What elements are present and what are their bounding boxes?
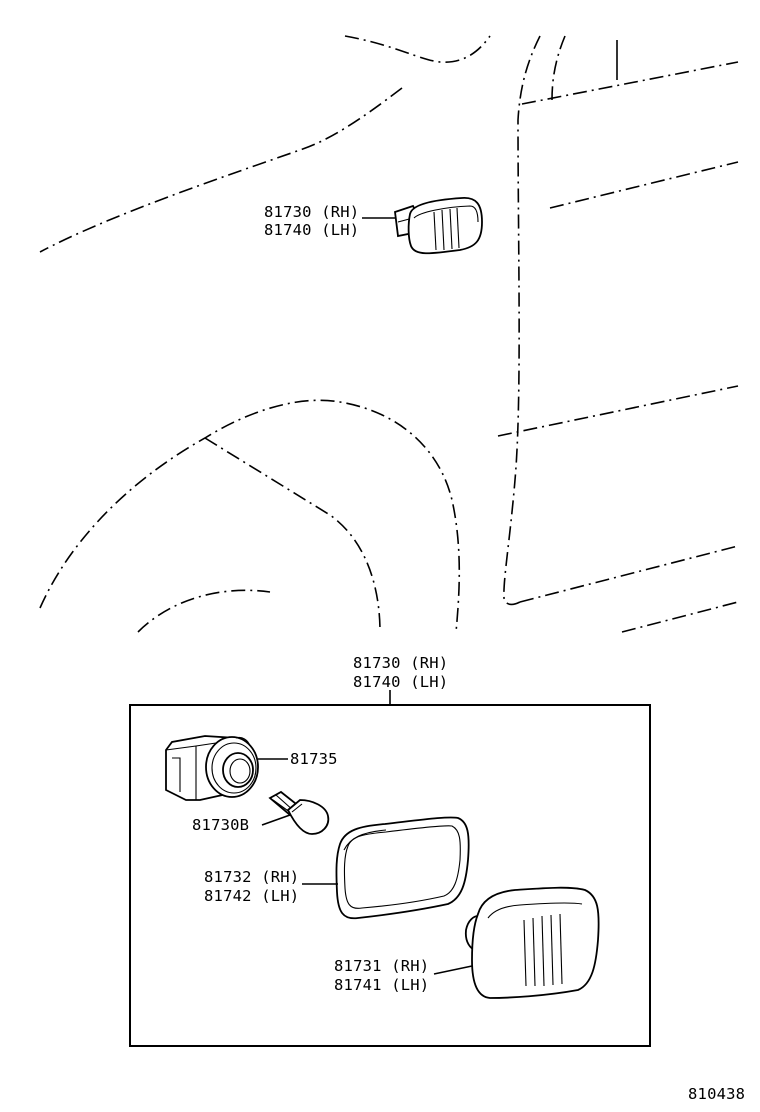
exploded-view-frame <box>129 704 651 1047</box>
leader-line-bulb <box>261 814 291 826</box>
callout-top-assembly-rh: 81730 (RH) <box>264 203 359 221</box>
callout-bulb: 81730B <box>192 816 249 834</box>
callout-gasket-rh: 81732 (RH) <box>204 868 299 886</box>
bulb-part <box>268 790 330 835</box>
callout-lens-lh: 81741 (LH) <box>334 976 429 994</box>
figure-number: 810438 <box>688 1085 745 1103</box>
socket-part <box>165 735 259 801</box>
callout-gasket-lh: 81742 (LH) <box>204 887 299 905</box>
callout-box-assembly-lh: 81740 (LH) <box>353 673 448 691</box>
vehicle-body-outline <box>39 35 739 633</box>
callout-lens-rh: 81731 (RH) <box>334 957 429 975</box>
callout-socket: 81735 <box>290 750 338 768</box>
side-marker-lamp-installed <box>394 197 483 255</box>
leader-line-lens <box>433 965 473 975</box>
lens-part <box>464 886 600 999</box>
callout-box-assembly-rh: 81730 (RH) <box>353 654 448 672</box>
gasket-part <box>335 816 470 920</box>
callout-top-assembly-lh: 81740 (LH) <box>264 221 359 239</box>
